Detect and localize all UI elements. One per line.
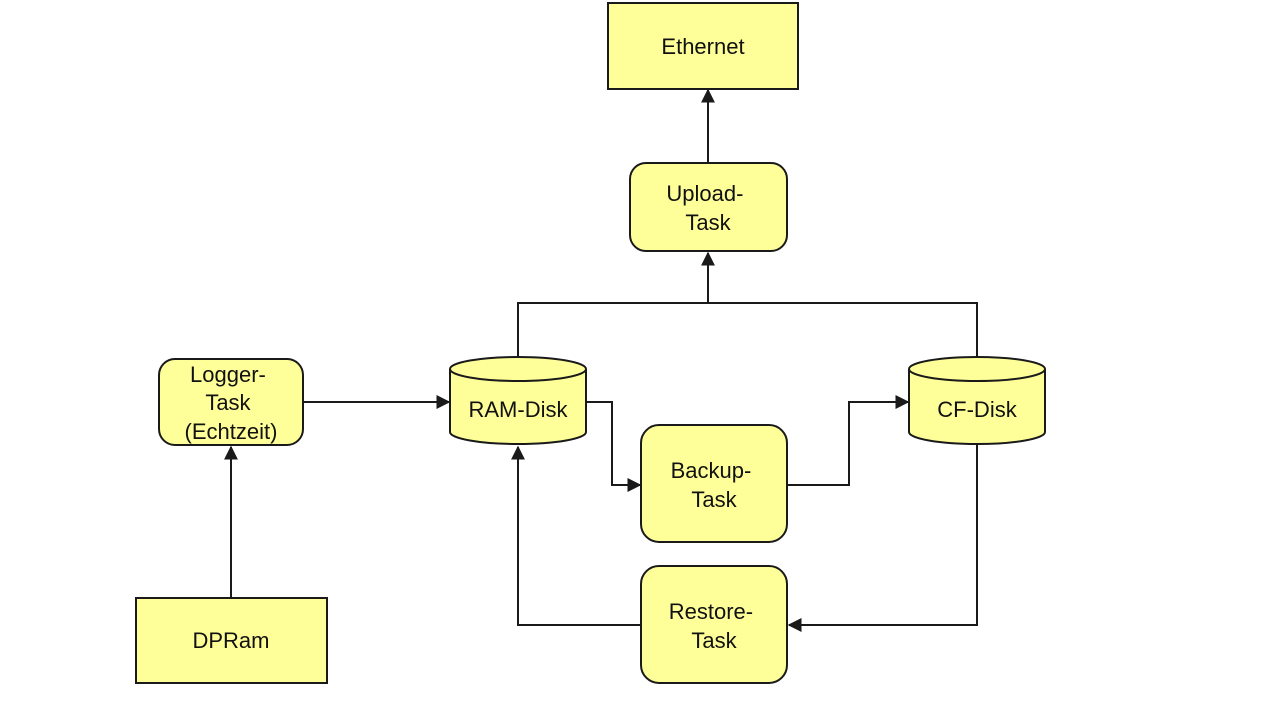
node-dpram: DPRam — [135, 597, 328, 684]
edge-restore-task-to-ram-disk — [511, 445, 640, 626]
node-cf-disk-label: CF-Disk — [937, 397, 1017, 422]
edge-ram-disk-up — [517, 302, 978, 360]
node-backup-task-label: Backup- Task — [671, 458, 758, 512]
edge-ram-disk-to-backup-task — [585, 401, 642, 492]
edge-cf-disk-to-restore-task — [787, 445, 978, 632]
node-cf-disk: CF-Disk — [908, 356, 1046, 445]
node-upload-task-label: Upload- Task — [666, 181, 749, 235]
node-dpram-label: DPRam — [192, 628, 269, 653]
node-ram-disk: RAM-Disk — [449, 356, 587, 445]
edge-backup-task-to-cf-disk — [787, 395, 910, 486]
edges — [224, 88, 978, 632]
node-ethernet: Ethernet — [607, 2, 799, 90]
node-upload-task: Upload- Task — [629, 162, 788, 252]
node-logger-task-label: Logger- Task (Echtzeit) — [185, 362, 278, 444]
node-ethernet-label: Ethernet — [661, 34, 744, 59]
node-ram-disk-label: RAM-Disk — [469, 397, 569, 422]
node-backup-task: Backup- Task — [640, 424, 788, 543]
node-restore-task-label: Restore- Task — [669, 599, 759, 653]
node-restore-task: Restore- Task — [640, 565, 788, 684]
node-logger-task: Logger- Task (Echtzeit) — [158, 358, 304, 446]
